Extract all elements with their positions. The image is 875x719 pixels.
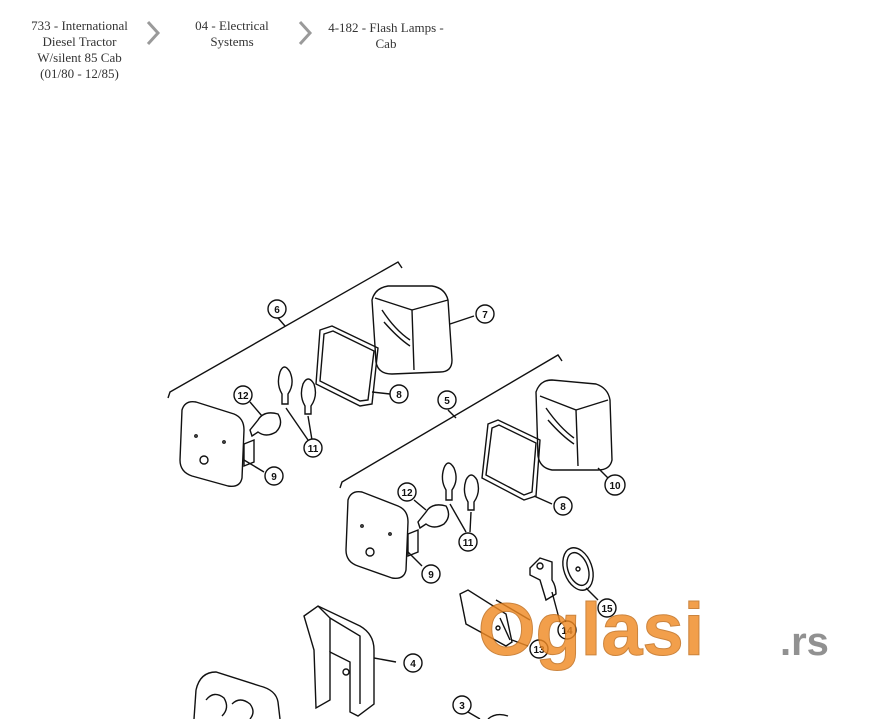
svg-text:4: 4 — [410, 659, 416, 670]
bracket-14[interactable] — [529, 557, 561, 623]
callout-8[interactable]: 8 — [389, 384, 409, 404]
callout-9[interactable]: 9 — [264, 466, 284, 486]
watermark-brand: Oglasi — [478, 588, 704, 671]
bulb-12-upper[interactable] — [249, 401, 282, 438]
svg-text:3: 3 — [459, 701, 465, 712]
svg-text:12: 12 — [237, 391, 249, 402]
callout-11[interactable]: 11 — [458, 532, 478, 552]
callout-12[interactable]: 12 — [397, 482, 417, 502]
bracket-group-5 — [339, 354, 563, 489]
callout-8[interactable]: 8 — [553, 496, 573, 516]
chevron-right-icon — [146, 20, 161, 46]
bracket-group-6 — [167, 261, 403, 399]
callout-15[interactable]: 15 — [597, 598, 617, 618]
svg-text:5: 5 — [444, 396, 450, 407]
svg-text:11: 11 — [463, 538, 474, 549]
svg-text:10: 10 — [609, 481, 621, 492]
bulb-12-lower[interactable] — [413, 499, 450, 530]
svg-text:15: 15 — [601, 604, 613, 615]
callout-12[interactable]: 12 — [233, 385, 253, 405]
bulbs-11-lower[interactable] — [441, 462, 480, 533]
callout-10[interactable]: 10 — [604, 474, 626, 496]
svg-text:9: 9 — [428, 570, 434, 581]
svg-text:11: 11 — [308, 444, 319, 455]
cover-4[interactable] — [303, 605, 397, 717]
reflector-15[interactable] — [557, 544, 599, 601]
svg-text:7: 7 — [482, 310, 488, 321]
breadcrumb-item-category[interactable]: 04 - Electrical Systems — [195, 18, 269, 49]
lamp-housing-partial[interactable] — [193, 671, 281, 719]
callout-4[interactable]: 4 — [403, 653, 423, 673]
callout-9[interactable]: 9 — [421, 564, 441, 584]
bulbs-11-upper[interactable] — [277, 366, 317, 441]
svg-text:12: 12 — [401, 488, 413, 499]
svg-text:13: 13 — [533, 645, 545, 656]
watermark-suffix: .rs — [780, 620, 829, 664]
svg-text:14: 14 — [561, 626, 573, 637]
lamp-housing-7[interactable] — [371, 285, 475, 375]
callout-11[interactable]: 11 — [303, 438, 323, 458]
svg-text:8: 8 — [396, 390, 402, 401]
lamp-lens-9-lower[interactable] — [345, 490, 423, 580]
callout-5[interactable]: 5 — [437, 390, 457, 410]
part-3[interactable] — [467, 711, 509, 719]
watermark-logo: Oglasi .rs — [478, 588, 829, 672]
lamp-lens-9-upper[interactable] — [179, 400, 265, 488]
callout-13[interactable]: 13 — [529, 639, 549, 659]
callout-7[interactable]: 7 — [475, 304, 495, 324]
callout-6[interactable]: 6 — [267, 299, 287, 319]
svg-text:8: 8 — [560, 502, 566, 513]
breadcrumb-item-current[interactable]: 4-182 - Flash Lamps - Cab — [328, 20, 444, 51]
breadcrumb-item-model[interactable]: 733 - International Diesel Tractor W/sil… — [31, 18, 128, 81]
callout-3[interactable]: 3 — [452, 695, 472, 715]
chevron-right-icon — [298, 20, 313, 46]
gasket-8-lower[interactable] — [481, 419, 553, 505]
callout-14[interactable]: 14 — [557, 620, 577, 640]
lamp-housing-10[interactable] — [535, 379, 613, 479]
plate-13[interactable] — [459, 589, 531, 647]
callouts: 6 7 8 12 11 9 5 8 10 12 11 9 15 14 13 4 … — [233, 299, 626, 715]
svg-text:9: 9 — [271, 472, 277, 483]
svg-text:6: 6 — [274, 305, 280, 316]
gasket-8-upper[interactable] — [315, 325, 391, 407]
